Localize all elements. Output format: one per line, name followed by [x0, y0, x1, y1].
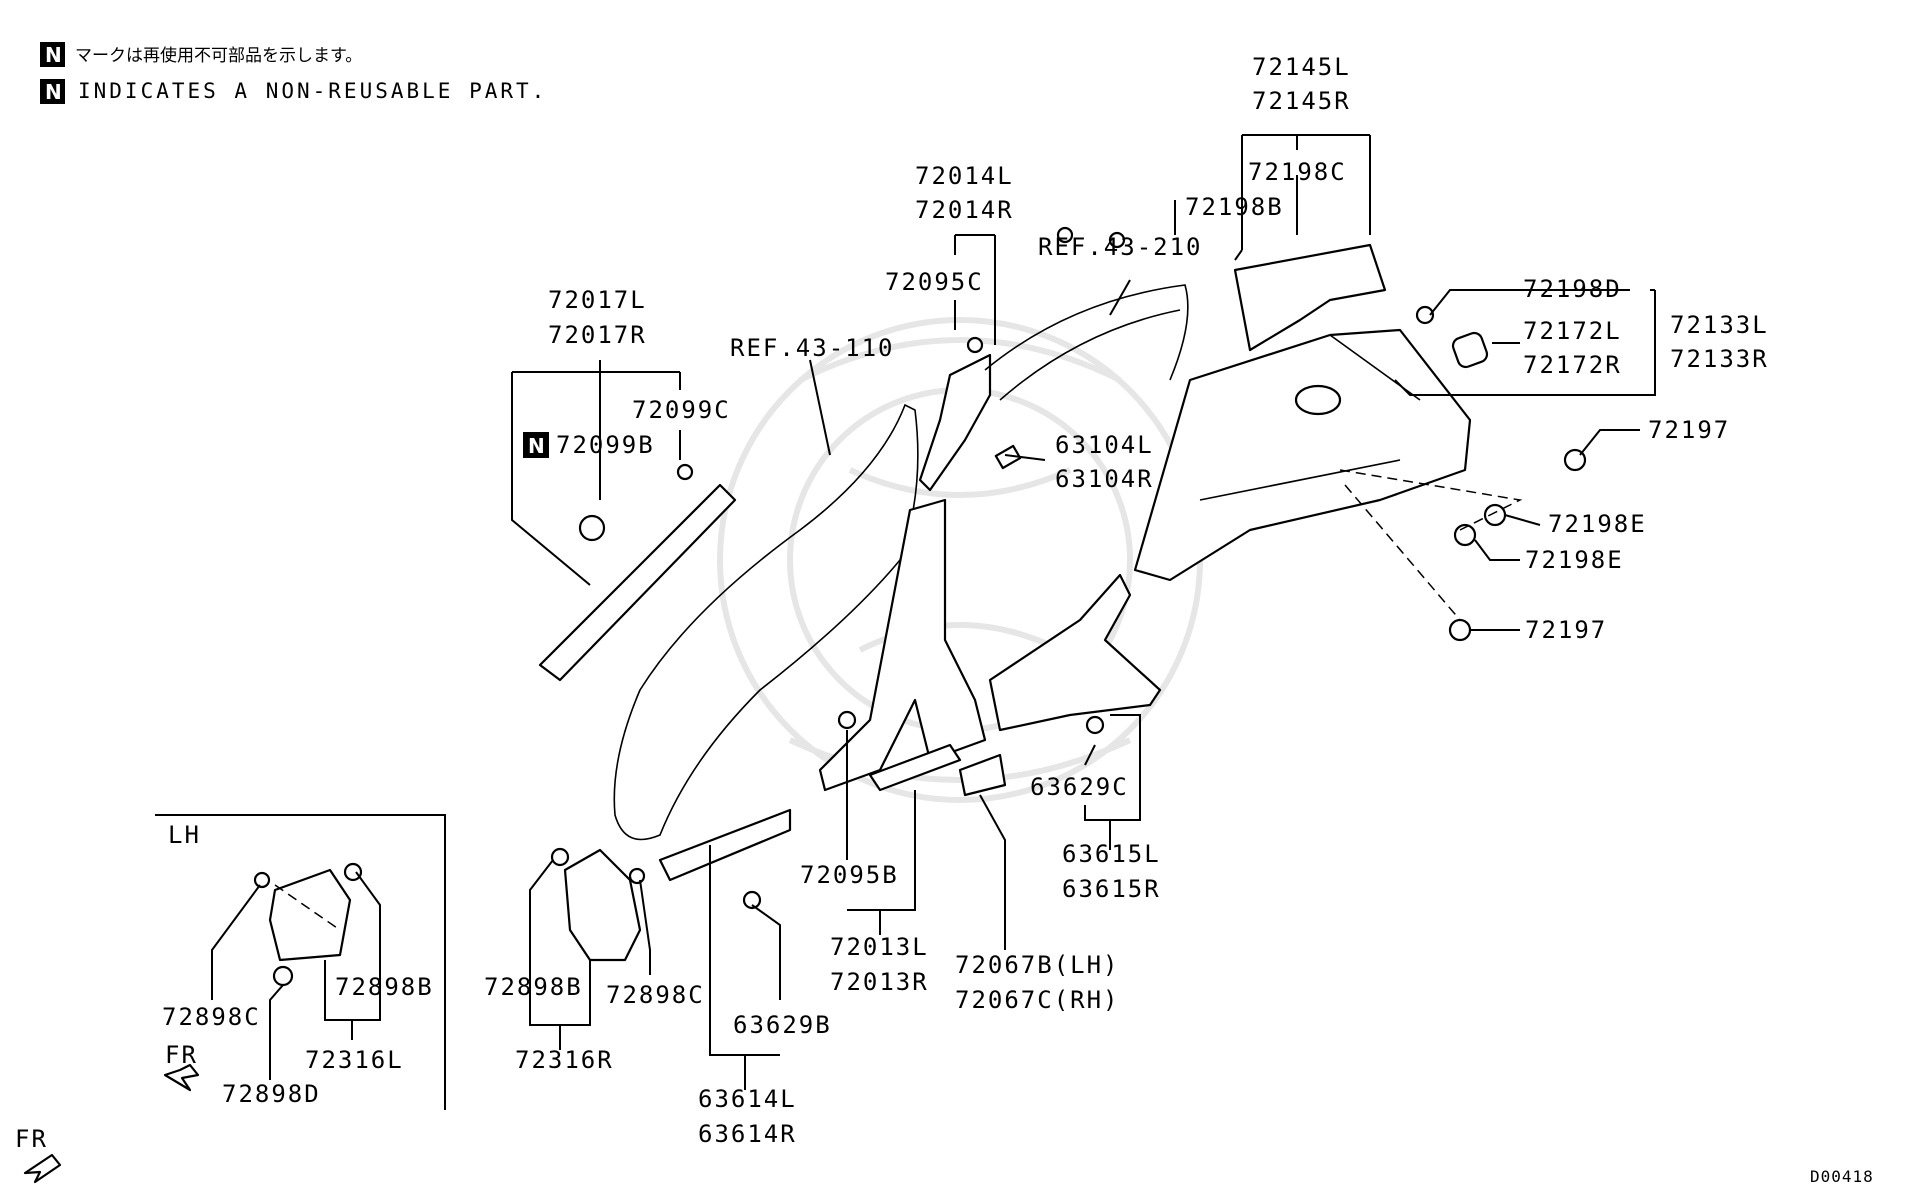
inset-kick-panel	[268, 868, 352, 962]
label-72067B-lh: 72067B(LH)	[955, 951, 1120, 979]
label-72013L: 72013L	[830, 933, 929, 961]
label-72013R: 72013R	[830, 968, 929, 996]
label-72316L: 72316L	[305, 1046, 404, 1074]
clips	[253, 226, 1587, 987]
label-72197-lower: 72197	[1525, 616, 1607, 644]
label-63614L: 63614L	[698, 1085, 797, 1113]
label-72198D: 72198D	[1523, 275, 1622, 303]
front-pillar-trim	[538, 483, 737, 682]
label-63615R: 63615R	[1062, 875, 1161, 903]
rear-quarter-trim	[1133, 243, 1489, 582]
diagram-code: D00418	[1810, 1167, 1874, 1186]
label-72145R: 72145R	[1252, 87, 1351, 115]
label-ref-43-110: REF.43-110	[730, 334, 895, 362]
leader-lines	[155, 134, 1656, 1110]
label-72099B: 72099B	[556, 431, 655, 459]
label-72145L: 72145L	[1252, 53, 1351, 81]
label-72133R: 72133R	[1670, 345, 1769, 373]
label-72172L: 72172L	[1523, 317, 1622, 345]
label-72316R: 72316R	[515, 1046, 614, 1074]
label-72095C: 72095C	[885, 268, 984, 296]
label-72198C: 72198C	[1248, 158, 1347, 186]
center-pillar-lower	[818, 498, 987, 792]
label-72197-upper: 72197	[1648, 416, 1730, 444]
note-japanese: マークは再使用不可部品を示します。	[75, 45, 362, 66]
weatherstrip-front	[613, 403, 919, 841]
label-63104L: 63104L	[1055, 431, 1154, 459]
non-reusable-badge-72099B	[523, 432, 549, 458]
label-63615L: 63615L	[1062, 840, 1161, 868]
badge-letter: N	[45, 43, 62, 67]
non-reusable-badge-jp	[40, 42, 65, 67]
label-72133L: 72133L	[1670, 311, 1769, 339]
label-72198B: 72198B	[1185, 193, 1284, 221]
non-reusable-badge-en	[40, 79, 65, 104]
label-63629C: 63629C	[1030, 773, 1129, 801]
rear-pillar-lower	[988, 573, 1162, 732]
scuff-plate	[658, 743, 1007, 882]
fr-arrow-main	[23, 1153, 62, 1184]
label-72198E-lower: 72198E	[1525, 546, 1624, 574]
weatherstrip-rear	[984, 284, 1189, 401]
label-fr-main: FR	[15, 1125, 48, 1153]
center-pillar-upper	[918, 353, 1022, 492]
label-72898C-inset: 72898C	[162, 1003, 261, 1031]
label-fr-inset: FR	[165, 1041, 198, 1069]
label-63629B: 63629B	[733, 1011, 832, 1039]
badge-letter: N	[528, 434, 545, 458]
label-72017R: 72017R	[548, 321, 647, 349]
label-72898D: 72898D	[222, 1080, 321, 1108]
label-72017L: 72017L	[548, 286, 647, 314]
badge-letter: N	[45, 80, 62, 104]
label-72898B-inset: 72898B	[335, 973, 434, 1001]
non-reusable-note: N マークは再使用不可部品を示します。 N INDICATES A NON-RE…	[40, 42, 547, 104]
note-english: INDICATES A NON-REUSABLE PART.	[78, 79, 547, 103]
label-72014R: 72014R	[915, 196, 1014, 224]
fr-arrow-inset	[163, 1063, 200, 1092]
label-72172R: 72172R	[1523, 351, 1622, 379]
label-63104R: 63104R	[1055, 465, 1154, 493]
part-labels: 72145L 72145R 72198C 72198B REF.43-210 7…	[15, 53, 1874, 1186]
label-72198E-upper: 72198E	[1548, 510, 1647, 538]
label-72898B: 72898B	[484, 973, 583, 1001]
label-72095B: 72095B	[800, 861, 899, 889]
label-ref-43-210: REF.43-210	[1038, 233, 1203, 261]
kick-panel	[563, 848, 642, 962]
label-72014L: 72014L	[915, 162, 1014, 190]
label-72099C: 72099C	[632, 396, 731, 424]
label-lh: LH	[168, 821, 201, 849]
label-72898C: 72898C	[606, 981, 705, 1009]
label-72067C-rh: 72067C(RH)	[955, 986, 1120, 1014]
label-63614R: 63614R	[698, 1120, 797, 1148]
